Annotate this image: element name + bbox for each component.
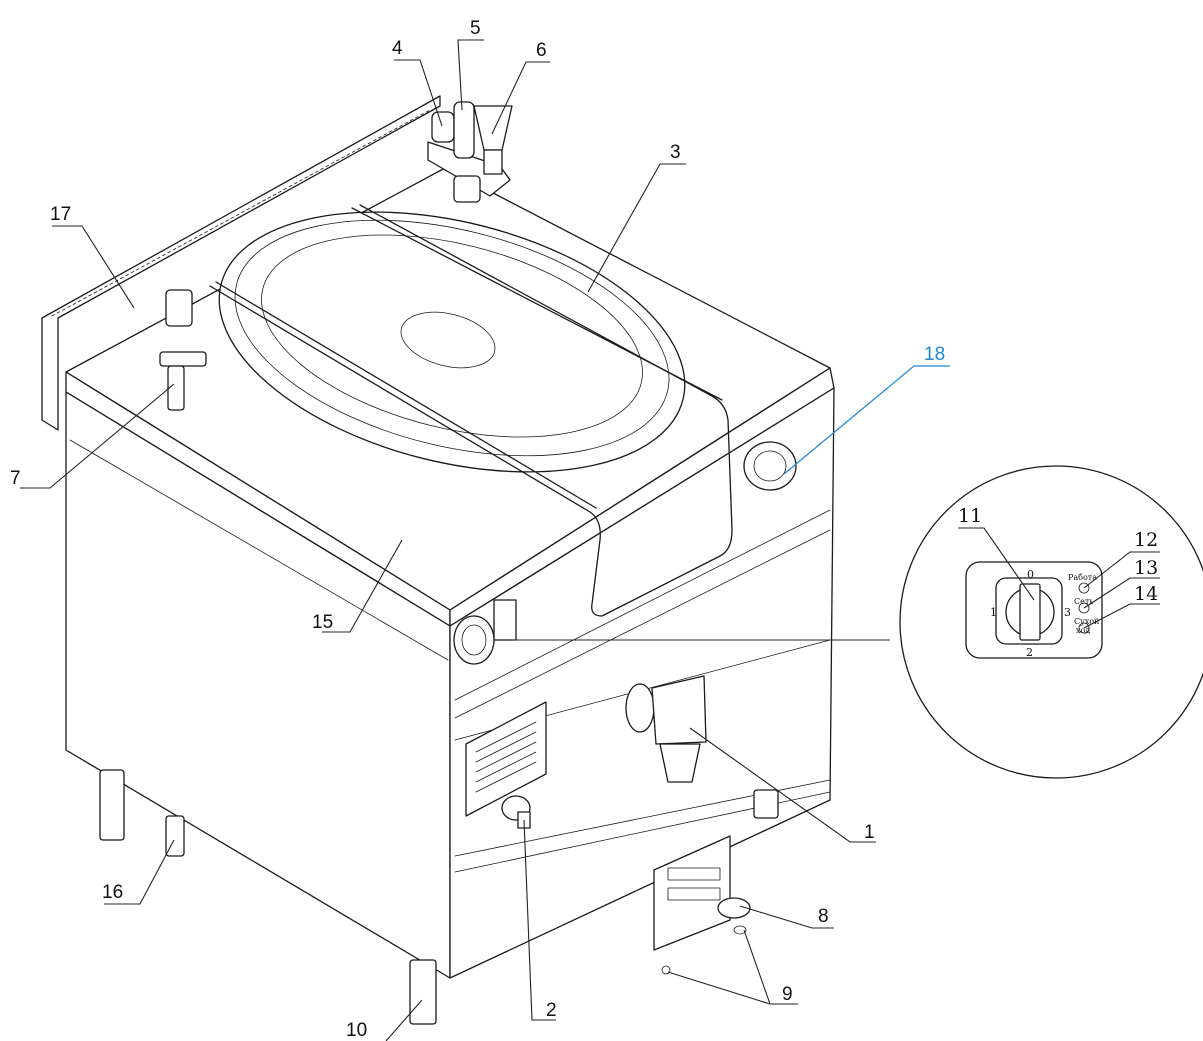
indicator-label-run: ход [1076, 626, 1090, 635]
switch-pos-0: 0 [1027, 568, 1034, 581]
switch-pos-3: 3 [1064, 606, 1071, 619]
callout-8: 8 [818, 906, 829, 927]
water-filling-valves [427, 101, 513, 203]
callout-6: 6 [536, 40, 547, 61]
indicator-label-work: Работа [1068, 573, 1097, 582]
callout-17: 17 [50, 204, 71, 225]
drain-valve [625, 675, 707, 783]
kettle-lid [209, 204, 733, 617]
leader-lines [20, 39, 1160, 1041]
switch-pos-2: 2 [1026, 646, 1033, 659]
callout-4: 4 [392, 38, 403, 59]
switch-pos-1: 1 [990, 606, 997, 619]
callout-13: 13 [1134, 557, 1158, 579]
callout-16: 16 [102, 882, 123, 903]
callout-14: 14 [1134, 583, 1158, 605]
callout-5: 5 [470, 18, 481, 39]
data-plate [465, 701, 547, 817]
callout-10: 10 [346, 1020, 367, 1041]
callout-12: 12 [1134, 529, 1158, 551]
callout-11: 11 [958, 505, 982, 527]
small-tap [501, 795, 531, 829]
pressure-gauge [743, 441, 797, 491]
callout-1: 1 [864, 822, 875, 843]
legs [99, 769, 779, 1025]
callout-3: 3 [670, 142, 681, 163]
callout-9: 9 [782, 984, 793, 1005]
indicator-label-mains: Сеть [1074, 597, 1094, 606]
callout-18: 18 [924, 344, 945, 365]
control-knob [453, 599, 517, 665]
callout-2: 2 [546, 1000, 557, 1021]
callout-labels: 1 2 3 4 5 6 7 8 9 10 11 12 13 14 15 16 1… [10, 18, 1158, 1041]
safety-valve-fittings [159, 289, 207, 411]
callout-15: 15 [312, 612, 333, 633]
callout-7: 7 [10, 468, 21, 489]
detail-view: 0 1 2 3 Работа Сеть Сухой ход [512, 465, 1203, 779]
terminal-block [653, 835, 751, 975]
indicator-label-dry: Сухой [1074, 617, 1100, 626]
